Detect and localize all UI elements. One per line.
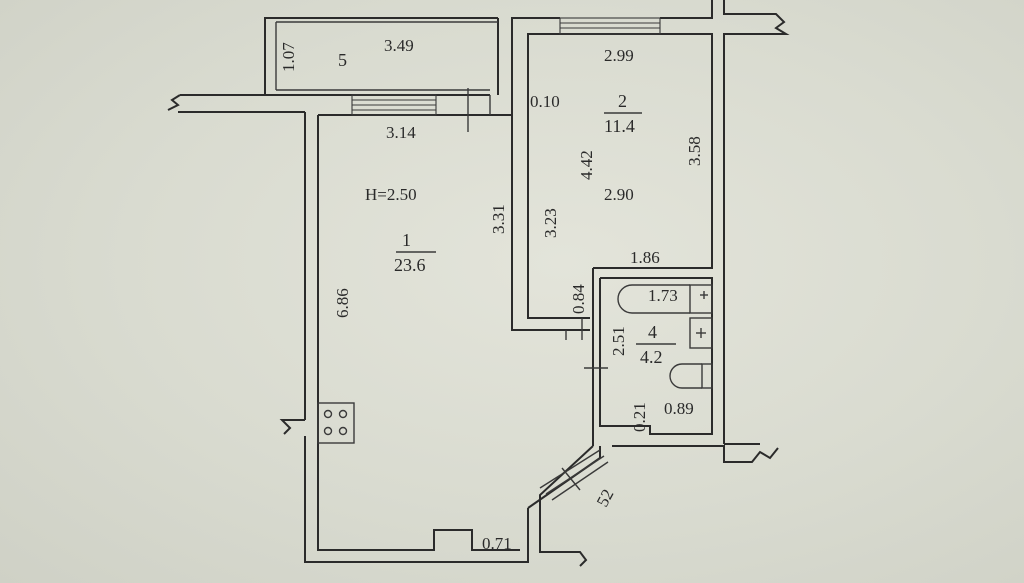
dim-doorway: 52 — [593, 486, 618, 510]
dim-room2-bottom: 1.86 — [630, 248, 660, 267]
room-2-number: 2 — [618, 91, 627, 111]
room-1-area: 23.6 — [394, 255, 426, 275]
dim-room1-top: 3.14 — [386, 123, 416, 142]
dim-balcony-width: 1.07 — [279, 42, 298, 72]
room-5-number: 5 — [338, 50, 347, 70]
room-4-number: 4 — [648, 322, 657, 342]
room-1-walls — [279, 88, 590, 563]
room-4-area: 4.2 — [640, 347, 663, 367]
dim-bath-length: 1.73 — [648, 286, 678, 305]
dim-room1-left: 6.86 — [333, 288, 352, 318]
dim-room2-offset: 0.10 — [530, 92, 560, 111]
ceiling-height: H=2.50 — [365, 185, 417, 204]
room-2-area: 11.4 — [604, 116, 635, 136]
exterior-wall-left — [167, 94, 305, 113]
balcony — [264, 17, 499, 96]
dim-balcony-length: 3.49 — [384, 36, 414, 55]
dim-bath-corner: 0.21 — [630, 402, 649, 432]
dim-room1-bottom: 0.71 — [482, 534, 512, 553]
dim-room2-inner: 2.90 — [604, 185, 634, 204]
dim-room2-top: 2.99 — [604, 46, 634, 65]
bathroom-walls — [565, 268, 713, 446]
dim-bath-bottom: 0.89 — [664, 399, 694, 418]
room-1-number: 1 — [402, 230, 411, 250]
labels: 1.07 5 3.49 3.14 H=2.50 3.31 1 23.6 6.86… — [279, 36, 704, 553]
dim-room2-left-lower: 3.23 — [541, 208, 560, 238]
dim-room2-left-upper: 4.42 — [577, 150, 596, 180]
dim-corridor-wall: 0.84 — [569, 284, 588, 314]
entrance-walls — [527, 443, 779, 567]
dim-room2-right: 3.58 — [685, 136, 704, 166]
room-2-walls — [511, 0, 790, 444]
dim-room1-right: 3.31 — [489, 204, 508, 234]
dim-bath-side: 2.51 — [609, 326, 628, 356]
